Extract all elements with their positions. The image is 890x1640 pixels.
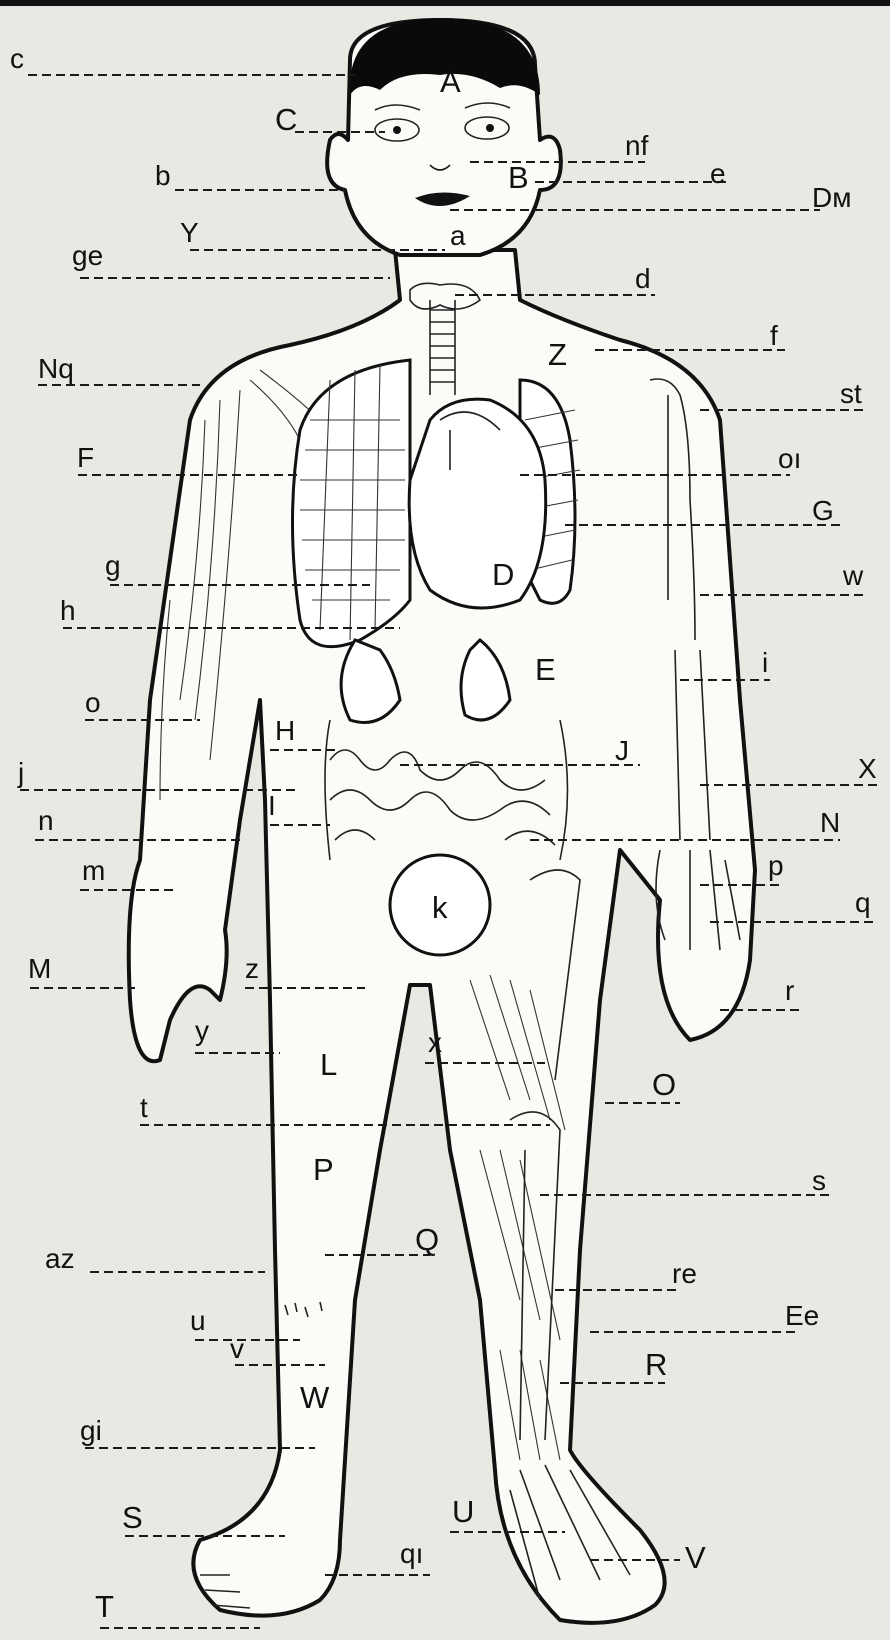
label-p: p bbox=[768, 850, 784, 881]
label-b: b bbox=[155, 160, 171, 191]
label-X: X bbox=[858, 753, 877, 784]
label-i: i bbox=[762, 647, 768, 678]
label-E: E bbox=[535, 652, 556, 687]
label-A: A bbox=[440, 64, 461, 99]
label-d: d bbox=[635, 263, 651, 294]
label-w: w bbox=[842, 560, 864, 591]
label-az: az bbox=[45, 1243, 75, 1274]
label-e: e bbox=[710, 158, 726, 189]
label-Nq: Nq bbox=[38, 353, 74, 384]
label-Q: Q bbox=[415, 1222, 439, 1257]
label-B: B bbox=[508, 160, 529, 195]
top-border bbox=[0, 0, 890, 6]
label-qi: qı bbox=[400, 1538, 423, 1569]
label-ge: ge bbox=[72, 240, 103, 271]
label-g: g bbox=[105, 550, 121, 581]
label-R: R bbox=[645, 1347, 667, 1382]
label-v: v bbox=[230, 1333, 244, 1364]
label-j: j bbox=[17, 757, 24, 788]
label-U: U bbox=[452, 1494, 474, 1529]
label-P: P bbox=[313, 1152, 334, 1187]
label-Y: Y bbox=[180, 217, 199, 248]
label-M: M bbox=[28, 953, 51, 984]
label-W: W bbox=[300, 1380, 330, 1415]
label-re: re bbox=[672, 1258, 697, 1289]
label-DM: Dм bbox=[812, 182, 851, 213]
label-O: O bbox=[652, 1067, 676, 1102]
label-Z: Z bbox=[548, 337, 567, 372]
label-G: G bbox=[812, 495, 834, 526]
label-L: L bbox=[320, 1047, 337, 1082]
label-st: st bbox=[840, 378, 862, 409]
label-N: N bbox=[820, 807, 840, 838]
label-J: J bbox=[615, 735, 629, 766]
label-nf: nf bbox=[625, 130, 649, 161]
heart bbox=[409, 399, 546, 608]
label-F: F bbox=[77, 442, 94, 473]
label-f: f bbox=[770, 320, 778, 351]
label-T: T bbox=[95, 1589, 114, 1624]
label-n: n bbox=[38, 805, 54, 836]
label-a: a bbox=[450, 220, 466, 251]
label-q: q bbox=[855, 887, 871, 918]
label-z: z bbox=[245, 953, 259, 984]
label-Ee: Ee bbox=[785, 1300, 819, 1331]
label-m: m bbox=[82, 855, 105, 886]
label-h: h bbox=[60, 595, 76, 626]
label-oi: oı bbox=[778, 443, 801, 474]
label-gi: gi bbox=[80, 1415, 102, 1446]
label-u: u bbox=[190, 1305, 206, 1336]
label-l: I bbox=[268, 790, 276, 821]
label-S: S bbox=[122, 1500, 143, 1535]
label-k: k bbox=[432, 890, 448, 925]
label-s: s bbox=[812, 1165, 826, 1196]
label-r: r bbox=[785, 975, 794, 1006]
label-x: x bbox=[428, 1027, 442, 1058]
label-o: o bbox=[85, 687, 101, 718]
label-C: C bbox=[275, 102, 297, 137]
label-y: y bbox=[195, 1015, 209, 1046]
label-t: t bbox=[140, 1092, 148, 1123]
right-pupil bbox=[486, 124, 494, 132]
label-D: D bbox=[492, 557, 514, 592]
label-V: V bbox=[685, 1540, 706, 1575]
label-H: H bbox=[275, 715, 295, 746]
label-c: c bbox=[10, 43, 24, 74]
left-pupil bbox=[393, 126, 401, 134]
